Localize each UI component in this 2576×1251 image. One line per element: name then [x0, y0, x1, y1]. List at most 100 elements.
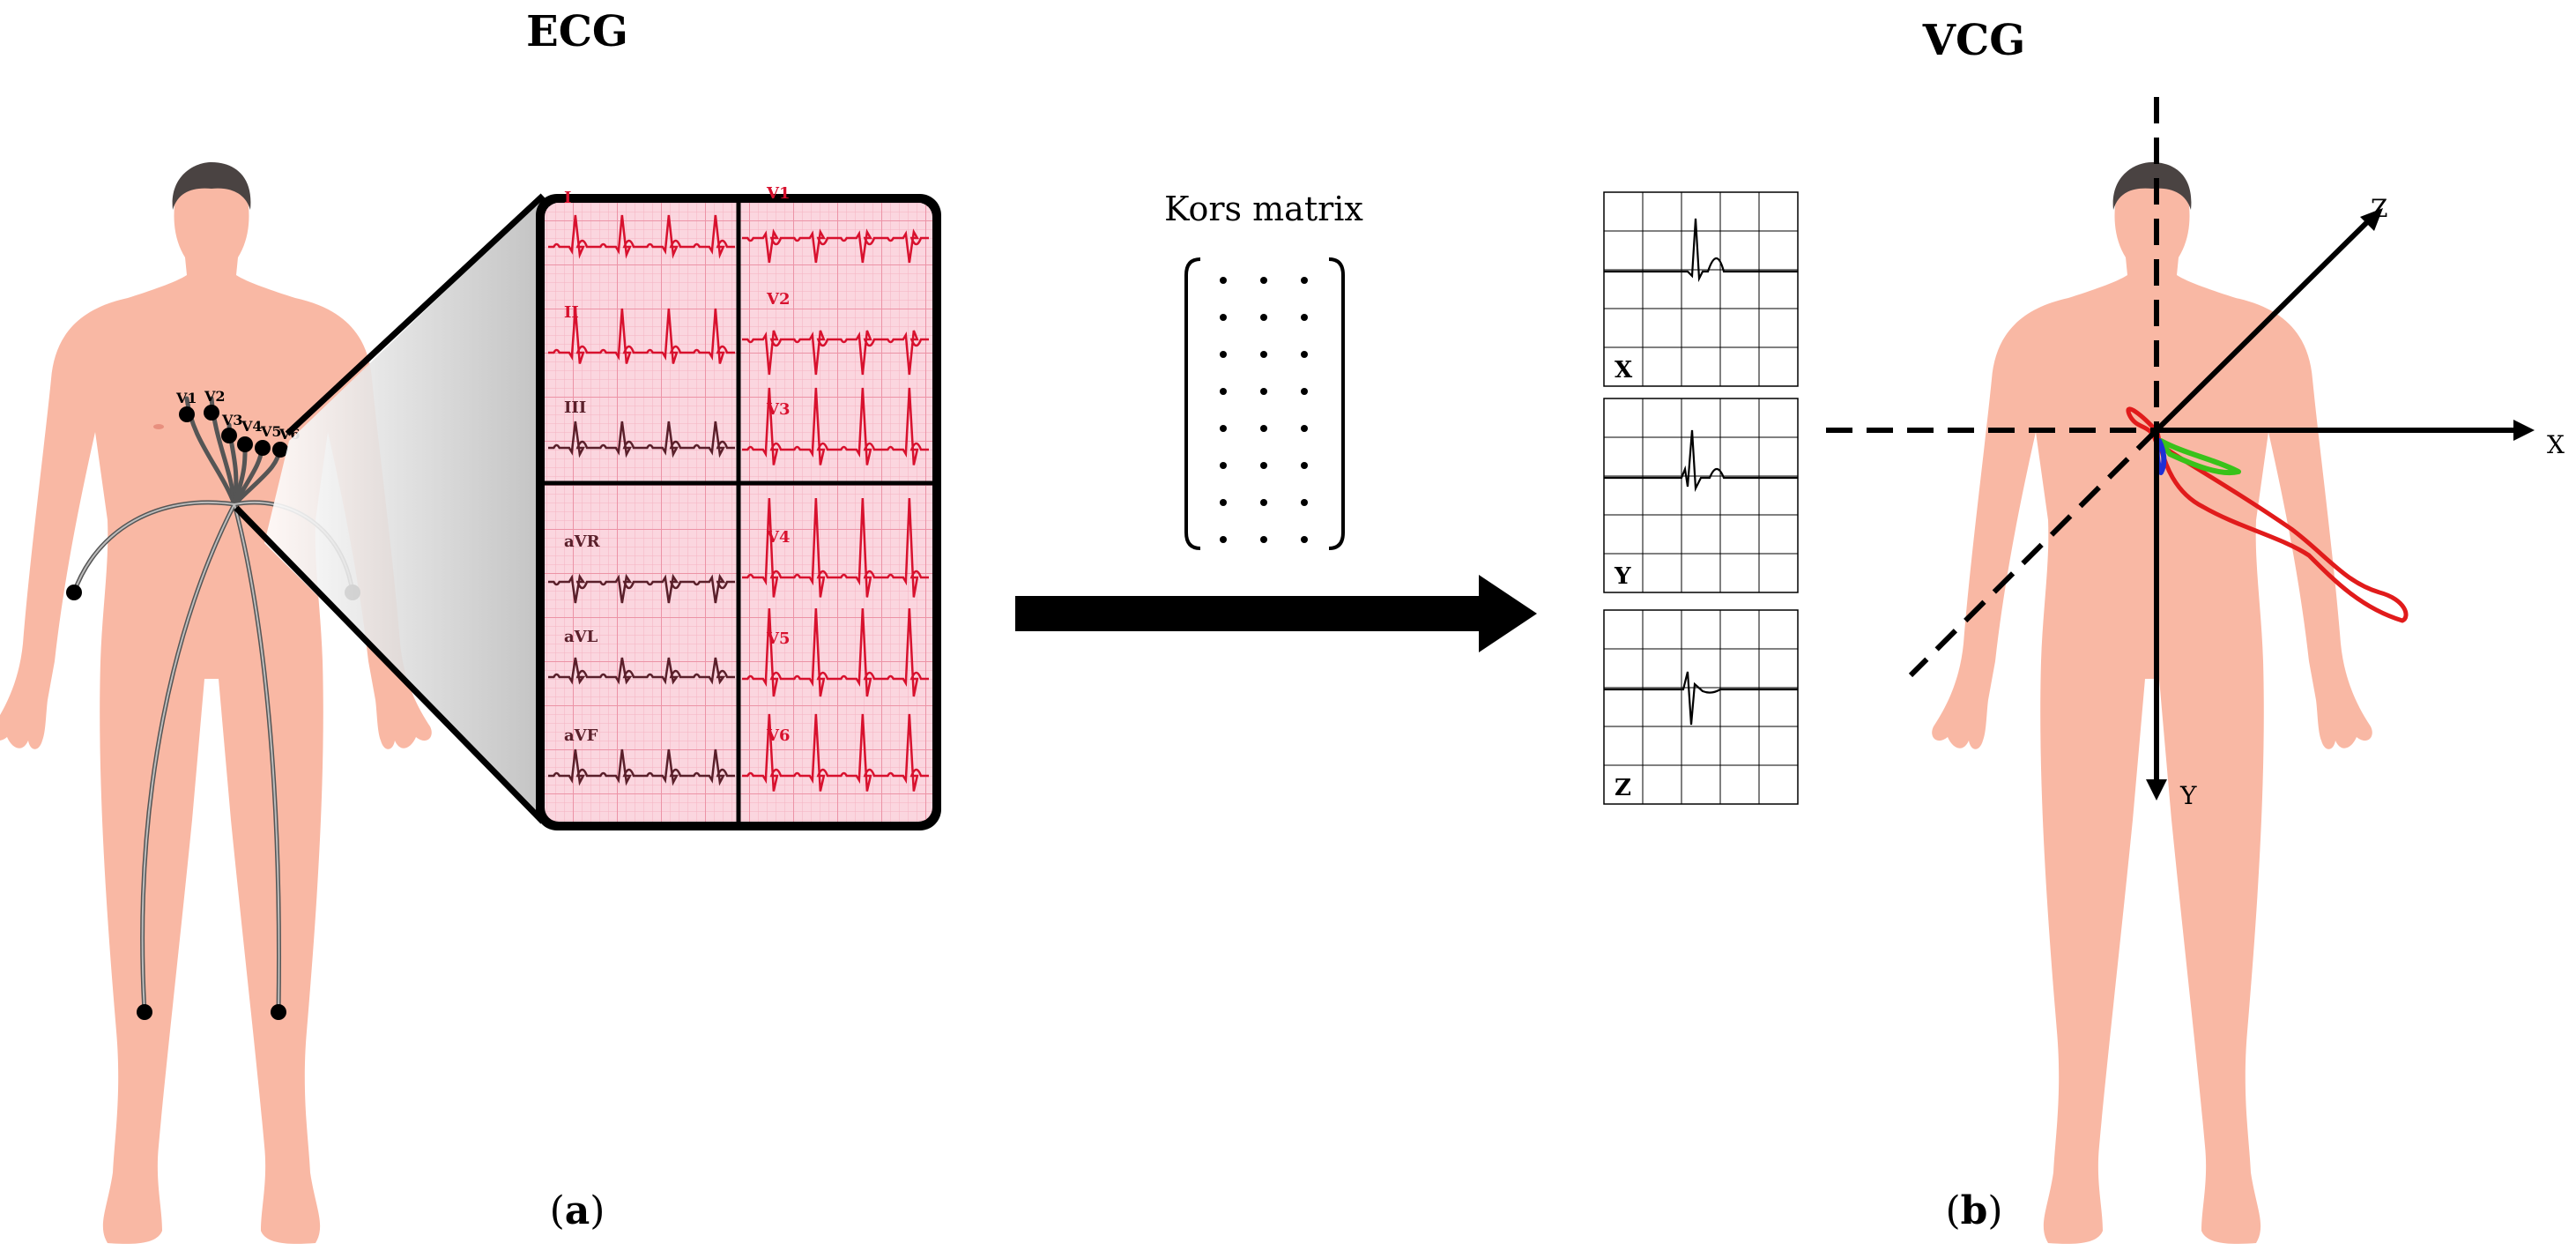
axis-z-dashed [1908, 428, 2159, 678]
matrix-dot [1260, 277, 1267, 284]
axis-z-solid [2154, 220, 2370, 433]
ecg-trace-right [742, 387, 929, 465]
ecg-lead-label: aVF [564, 726, 598, 745]
matrix-dot [1301, 536, 1308, 543]
axis-label-x: X [2547, 430, 2565, 459]
matrix-dot [1301, 499, 1308, 506]
matrix-dot [1260, 351, 1267, 358]
electrode-v2 [204, 405, 219, 421]
ecg-lead-label: III [564, 398, 586, 417]
ecg-lead-label: V2 [766, 290, 791, 309]
nipple-left [153, 424, 164, 429]
caption-a: (a) [550, 1188, 605, 1233]
kors-matrix-label: Kors matrix [1164, 190, 1363, 228]
ecg-trace-right [742, 228, 929, 264]
lead-label-y: Y [1614, 563, 1631, 590]
arrow-y [2146, 779, 2167, 800]
matrix-dot [1260, 425, 1267, 432]
ecg-body-figure: V1 V2 V3 V4 V5 V6 [0, 162, 432, 1244]
matrix-dot [1301, 351, 1308, 358]
ecg-trace-left [548, 657, 735, 685]
caption-b-open: ( [1945, 1188, 1960, 1233]
ecg-lead-label: V4 [766, 528, 791, 547]
matrix-bracket-left [1184, 257, 1201, 550]
caption-b: (b) [1945, 1188, 2002, 1233]
label-v5: V5 [260, 423, 282, 440]
ecg-trace-left [548, 421, 735, 458]
ecg-trace-right [742, 713, 929, 792]
ecg-lead-label: I [564, 189, 571, 207]
label-v3: V3 [221, 412, 243, 428]
ecg-lead-label: V6 [766, 726, 791, 745]
ecg-trace-left [548, 214, 735, 259]
lead-label-bg [1606, 767, 1641, 802]
caption-b-letter: b [1961, 1188, 1988, 1233]
matrix-dot [1301, 314, 1308, 321]
caption-a-open: ( [550, 1188, 565, 1233]
matrix-dot [1220, 351, 1227, 358]
zoom-funnel [264, 197, 543, 820]
matrix-dot [1301, 425, 1308, 432]
label-v4: V4 [241, 418, 263, 435]
lead-grid-y: Y [1603, 398, 1799, 593]
vcg-axis-labels: X Y Z [2179, 194, 2565, 810]
hair-left [172, 162, 251, 210]
electrode-v6 [272, 442, 288, 458]
caption-a-close: ) [590, 1188, 605, 1233]
ecg-traces [548, 214, 929, 792]
funnel-edge-bottom [234, 505, 546, 824]
matrix-dot [1220, 277, 1227, 284]
axis-label-z: Z [2371, 194, 2387, 223]
arrow-z [2360, 208, 2383, 231]
hair-right [2112, 162, 2192, 210]
vcg-axis-arrowheads [2146, 208, 2535, 800]
matrix-dot [1220, 388, 1227, 395]
matrix-dot [1301, 388, 1308, 395]
matrix-dot [1220, 536, 1227, 543]
caption-a-letter: a [565, 1188, 590, 1233]
ecg-title: ECG [526, 7, 628, 56]
ecg-trace-right [742, 330, 929, 376]
label-v2: V2 [204, 388, 226, 405]
lead-label-x: X [1615, 357, 1633, 383]
transform-arrow [1015, 575, 1537, 652]
lead-label-z: Z [1615, 775, 1631, 801]
ecg-lead-label: V1 [766, 184, 791, 203]
ecg-trace-right [742, 607, 929, 697]
electrode-right-leg [137, 1004, 152, 1020]
vcg-body-figure [1932, 162, 2372, 1244]
matrix-dot [1260, 314, 1267, 321]
matrix-dots [1220, 277, 1308, 543]
ecg-lead-label: V3 [766, 400, 791, 419]
electrode-v1 [179, 406, 195, 422]
lead-trace [1604, 671, 1798, 726]
ecg-trace-left [548, 748, 735, 786]
label-v1: V1 [175, 390, 197, 406]
vcg-qrs-loop [2126, 406, 2409, 623]
axis-label-y: Y [2179, 781, 2197, 810]
matrix-dot [1220, 499, 1227, 506]
ecg-lead-label: II [564, 303, 579, 322]
ecg-lead-label: aVL [564, 628, 598, 646]
kors-matrix [1184, 257, 1345, 550]
matrix-dot [1260, 462, 1267, 469]
vcg-title: VCG [1922, 16, 2025, 65]
electrode-v3 [221, 428, 237, 443]
matrix-dot [1301, 277, 1308, 284]
vcg-t-loop [2158, 438, 2241, 476]
lead-grid-x: X [1603, 191, 1799, 387]
funnel-edge-top [285, 193, 546, 436]
caption-b-close: ) [1987, 1188, 2002, 1233]
lead-trace [1604, 429, 1798, 493]
vcg-axes [1826, 97, 2524, 783]
matrix-bracket-right [1328, 257, 1345, 550]
matrix-dot [1301, 462, 1308, 469]
ecg-trace-left [548, 573, 735, 604]
electrode-right-arm [66, 585, 82, 600]
matrix-dot [1220, 314, 1227, 321]
lead-trace [1604, 218, 1798, 283]
electrode-left-leg [271, 1004, 286, 1020]
ecg-trace-right [742, 497, 929, 598]
